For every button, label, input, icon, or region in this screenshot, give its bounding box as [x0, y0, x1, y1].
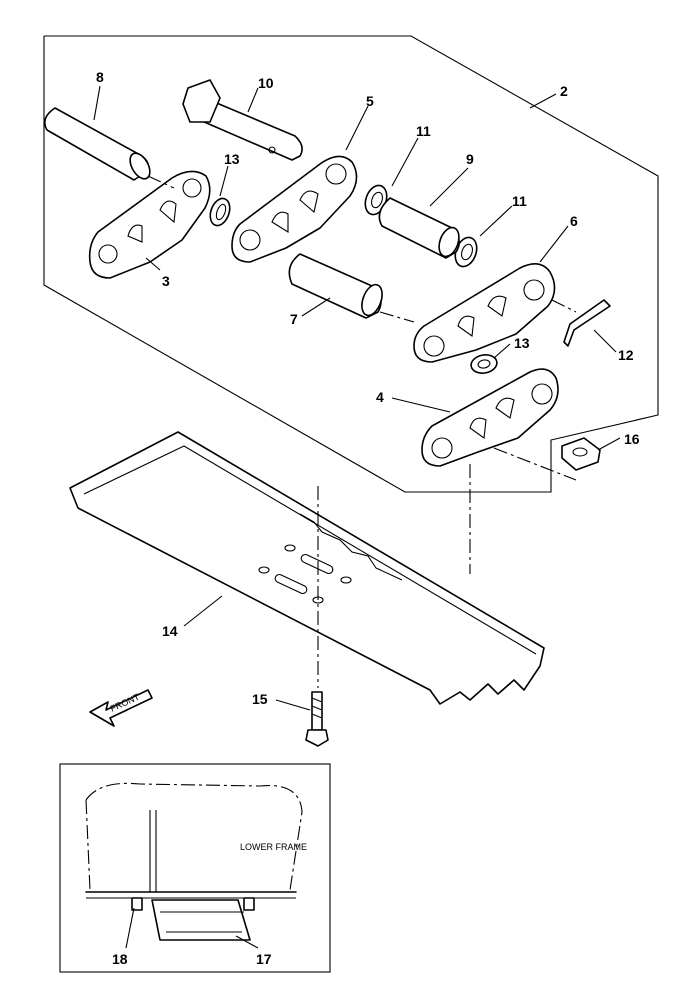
callout-13b: 13: [514, 335, 530, 351]
callout-11b: 11: [512, 193, 527, 209]
centerline-d: [551, 299, 577, 313]
front-arrow: FRONT: [89, 689, 153, 727]
link-3: [88, 170, 211, 279]
callout-5: 5: [366, 93, 374, 109]
callout-15: 15: [252, 691, 268, 707]
callout-4: 4: [376, 389, 384, 405]
callout-6: 6: [570, 213, 578, 229]
bushing-9: [378, 197, 460, 259]
callout-8: 8: [96, 69, 104, 85]
centerline-e: [147, 175, 175, 189]
link-assembly-boundary: [43, 35, 659, 493]
link-6: [413, 263, 556, 363]
leader-lines: [93, 85, 621, 949]
centerline-f: [379, 311, 415, 323]
callout-3: 3: [162, 273, 170, 289]
bolt-15: [305, 691, 329, 747]
callout-13a: 13: [224, 151, 240, 167]
nut-16: [561, 437, 601, 471]
callout-18: 18: [112, 951, 128, 967]
bushing-7: [288, 253, 383, 319]
track-shoe-14: [69, 431, 545, 705]
callout-14: 14: [162, 623, 178, 639]
lower-frame-label: LOWER FRAME: [240, 842, 307, 852]
callout-17: 17: [256, 951, 272, 967]
callout-10: 10: [258, 75, 274, 91]
clip-12: [563, 299, 611, 347]
callout-12: 12: [618, 347, 634, 363]
pin-10: [182, 79, 303, 161]
centerline-c: [493, 447, 577, 481]
callout-11a: 11: [416, 123, 431, 139]
callout-16: 16: [624, 431, 640, 447]
washer-13b: [470, 354, 498, 374]
callout-9: 9: [466, 151, 474, 167]
washer-13a: [209, 197, 231, 227]
pin-8: [44, 107, 151, 181]
callout-7: 7: [290, 311, 298, 327]
callout-2: 2: [560, 83, 568, 99]
inset-detail: LOWER FRAME: [59, 763, 331, 973]
link-4: [421, 368, 559, 467]
link-5: [231, 155, 358, 263]
